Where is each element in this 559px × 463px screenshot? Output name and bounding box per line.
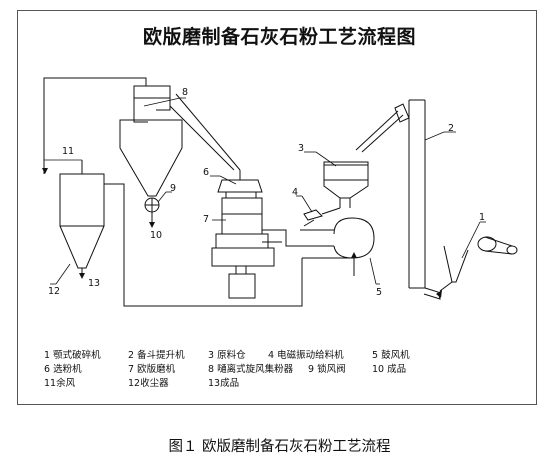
process-lines xyxy=(43,77,355,307)
legend-item: 1 颚式破碎机 xyxy=(44,350,101,361)
raw-material-silo xyxy=(323,161,369,208)
blower xyxy=(300,217,375,259)
callout-11: 11 xyxy=(62,146,74,157)
legend-item: 13成品 xyxy=(208,378,240,389)
classifier xyxy=(217,170,263,199)
cyclone-collector xyxy=(119,85,183,197)
callout-1: 1 xyxy=(479,212,485,223)
legend-item: 11余风 xyxy=(44,378,76,389)
arrows xyxy=(42,168,442,298)
european-mill xyxy=(211,197,300,299)
figure-caption: 图１ 欧版磨制备石灰石粉工艺流程 xyxy=(168,439,391,455)
callout-10: 10 xyxy=(150,230,162,241)
legend-item: 2 备斗提升机 xyxy=(128,350,185,361)
legend-item: 4 电磁振动给料机 xyxy=(268,350,344,361)
callout-5: 5 xyxy=(376,287,382,298)
diagram-title: 欧版磨制备石灰石粉工艺流程图 xyxy=(142,26,416,48)
legend-item: 10 成品 xyxy=(372,364,407,375)
bucket-elevator xyxy=(355,99,441,300)
callout-12: 12 xyxy=(48,286,60,297)
airlock-valve xyxy=(144,197,160,224)
callout-9: 9 xyxy=(170,183,176,194)
legend-item: 6 选粉机 xyxy=(44,364,82,375)
legend-item: 3 原料仓 xyxy=(208,350,246,361)
legend-item: 8 嗵离式旋风集粉器 xyxy=(208,364,294,375)
callout-8: 8 xyxy=(182,87,188,98)
legend-item: 9 锁风阀 xyxy=(308,364,346,375)
legend-item: 5 鼓风机 xyxy=(372,350,410,361)
callout-3: 3 xyxy=(298,143,304,154)
diagram-frame xyxy=(17,10,537,405)
legend-item: 12收尘器 xyxy=(128,378,169,389)
callout-4: 4 xyxy=(292,187,298,198)
dust-collector xyxy=(59,160,105,276)
callout-6: 6 xyxy=(203,167,209,178)
leader-lines xyxy=(44,97,486,285)
callout-2: 2 xyxy=(448,123,454,134)
vibrating-feeder xyxy=(303,207,341,227)
callout-7: 7 xyxy=(203,214,209,225)
callout-13: 13 xyxy=(88,278,100,289)
legend-item: 7 欧版磨机 xyxy=(128,364,176,375)
jaw-crusher xyxy=(439,236,518,292)
